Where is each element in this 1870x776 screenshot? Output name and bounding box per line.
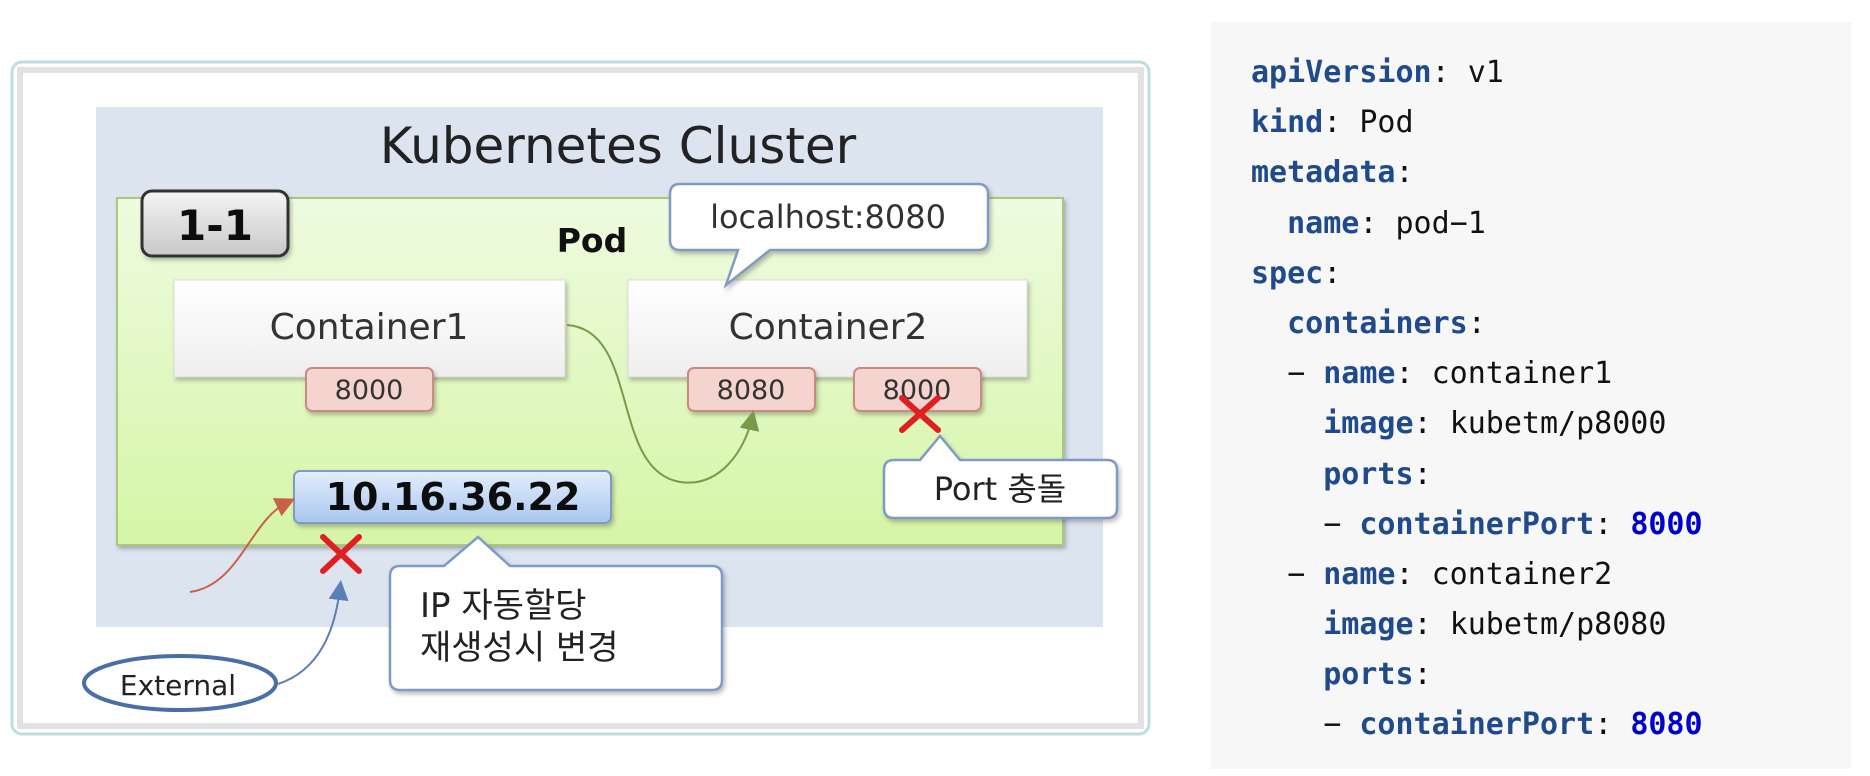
yaml-key: metadata — [1251, 155, 1396, 191]
svg-text:재생성시 변경: 재생성시 변경 — [420, 628, 619, 668]
yaml-key: apiVersion — [1251, 55, 1432, 90]
svg-text:10.16.36.22: 10.16.36.22 — [326, 475, 581, 519]
code-line: name: pod−1 — [1251, 199, 1703, 249]
code-indent — [1251, 457, 1323, 492]
cluster-title: Kubernetes Cluster — [380, 117, 857, 175]
code-line: apiVersion: v1 — [1251, 48, 1703, 98]
yaml-key: spec — [1251, 255, 1324, 291]
yaml-value: kubetm/p8080 — [1449, 607, 1667, 643]
code-indent: − — [1251, 356, 1324, 392]
code-line: metadata: — [1251, 148, 1703, 198]
yaml-colon: : — [1413, 657, 1432, 693]
code-line: ports: — [1251, 650, 1703, 700]
port-conflict-x-icon — [899, 395, 941, 433]
code-line: spec: — [1251, 249, 1703, 299]
svg-text:8000: 8000 — [335, 375, 404, 406]
yaml-value: 8000 — [1630, 506, 1703, 542]
svg-text:localhost:8080: localhost:8080 — [710, 198, 946, 236]
container2: Container2 — [627, 279, 1028, 378]
yaml-value: v1 — [1467, 55, 1504, 90]
code-indent: − — [1251, 556, 1324, 592]
external-to-ip-arrow-blocked — [189, 498, 296, 593]
code-line: image: kubetm/p8000 — [1251, 399, 1703, 449]
code-indent — [1251, 406, 1323, 441]
port-container2-8000: 8000 — [853, 367, 982, 412]
code-line: image: kubetm/p8080 — [1251, 600, 1703, 650]
container2-label: Container2 — [729, 307, 928, 348]
yaml-colon: : — [1395, 155, 1414, 191]
yaml-colon: : — [1594, 506, 1631, 542]
yaml-colon: : — [1323, 255, 1342, 291]
svg-text:1-1: 1-1 — [177, 201, 253, 250]
container1: Container1 — [173, 279, 566, 378]
yaml-value: container1 — [1431, 356, 1613, 392]
svg-text:IP 자동할당: IP 자동할당 — [420, 586, 586, 626]
yaml-colon: : — [1395, 556, 1432, 592]
code-indent — [1251, 306, 1287, 341]
external-arrow — [277, 580, 349, 685]
yaml-value: pod−1 — [1395, 205, 1486, 241]
yaml-colon: : — [1413, 456, 1432, 492]
yaml-key: containerPort — [1359, 707, 1595, 743]
yaml-key: containers — [1287, 305, 1468, 341]
code-indent — [1251, 607, 1323, 642]
yaml-key: containerPort — [1359, 506, 1595, 542]
code-indent: − — [1251, 506, 1360, 542]
yaml-key: name — [1287, 205, 1360, 241]
svg-text:Port 충돌: Port 충돌 — [934, 470, 1067, 508]
code-line: − containerPort: 8000 — [1251, 500, 1703, 550]
yaml-colon: : — [1359, 205, 1396, 241]
external-blocked-x-icon — [320, 534, 362, 574]
code-line: − name: container2 — [1251, 550, 1703, 600]
yaml-colon: : — [1413, 406, 1450, 442]
yaml-colon: : — [1323, 105, 1360, 141]
yaml-colon: : — [1467, 305, 1486, 341]
code-line: ports: — [1251, 450, 1703, 500]
container1-label: Container1 — [270, 307, 469, 348]
code-indent — [1251, 206, 1287, 241]
svg-text:External: External — [120, 669, 236, 702]
code-indent — [1251, 657, 1323, 692]
port-container2-8080: 8080 — [687, 367, 816, 412]
step-badge: 1-1 — [140, 189, 290, 258]
yaml-key: ports — [1323, 456, 1414, 492]
yaml-key: ports — [1323, 657, 1414, 693]
code-indent: − — [1251, 707, 1360, 743]
yaml-value: container2 — [1431, 556, 1613, 592]
pod-network-diagram: Kubernetes Cluster Pod 1-1 Container1 Co… — [10, 60, 1151, 736]
svg-text:8000: 8000 — [883, 375, 952, 406]
yaml-key: kind — [1251, 105, 1324, 141]
yaml-colon: : — [1395, 356, 1432, 392]
external-client: External — [82, 654, 278, 712]
yaml-key: name — [1323, 356, 1396, 392]
localhost-callout: localhost:8080 — [668, 182, 990, 289]
yaml-key: image — [1323, 607, 1414, 643]
port-conflict-callout: Port 충돌 — [882, 434, 1119, 520]
localhost-arrow — [566, 324, 760, 484]
code-line: containers: — [1251, 299, 1703, 349]
yaml-colon: : — [1413, 607, 1450, 643]
port-container1-8000: 8000 — [305, 367, 434, 412]
yaml-key: name — [1323, 556, 1396, 592]
svg-text:8080: 8080 — [717, 375, 786, 406]
code-line: − name: container1 — [1251, 349, 1703, 399]
yaml-colon: : — [1431, 55, 1468, 90]
yaml-value: 8080 — [1630, 707, 1703, 743]
pod-ip-box: 10.16.36.22 — [293, 470, 612, 524]
yaml-colon: : — [1594, 707, 1631, 743]
code-line: kind: Pod — [1251, 98, 1703, 148]
code-line: − containerPort: 8080 — [1251, 700, 1703, 750]
pod-label: Pod — [557, 221, 627, 260]
ip-auto-assign-callout: IP 자동할당 재생성시 변경 — [388, 535, 724, 692]
yaml-key: image — [1323, 406, 1414, 442]
yaml-value: kubetm/p8000 — [1449, 406, 1667, 442]
yaml-value: Pod — [1359, 105, 1414, 141]
